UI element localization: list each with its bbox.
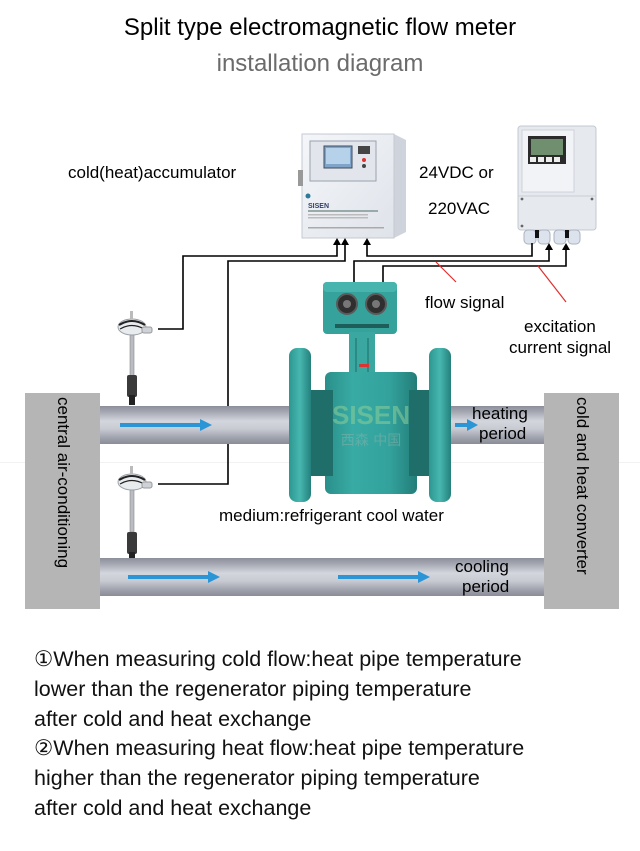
note-line: higher than the regenerator piping tempe… [34,766,480,791]
excitation-label-line1: excitation [524,317,596,336]
medium-label: medium:refrigerant cool water [219,506,444,525]
note-line: lower than the regenerator piping temper… [34,676,472,701]
heating-period-line2: period [479,424,527,443]
flow-arrow-icon [128,571,220,583]
cooling-period-line2: period [462,577,510,596]
flow-arrow-icon [338,571,430,583]
arrow-icon [341,238,349,245]
upper-temperature-sensor [117,311,153,405]
power-label-line2: 220VAC [428,199,491,218]
electromagnetic-flow-meter: SISEN 西森 中国 [285,280,455,505]
meter-brand-watermark: SISEN [332,400,410,430]
note-line: after cold and heat exchange [34,795,312,820]
flow-signal-label: flow signal [425,293,505,312]
arrow-icon [562,243,570,250]
flow-arrow-icon [455,419,478,431]
meter-brand-cn-watermark: 西森 中国 [341,433,401,449]
diagram-subtitle: installation diagram [216,50,424,77]
excitation-pointer [537,265,567,303]
wire-flow-signal [353,247,550,300]
svg-text:SISEN: SISEN [308,203,329,210]
accumulator-label: cold(heat)accumulator [68,163,237,182]
flow-arrow-icon [420,571,432,583]
accumulator-cabinet: SISEN [296,128,410,240]
note-line: ①When measuring cold flow:heat pipe temp… [34,647,522,671]
cold-heat-converter-box: cold and heat converter [544,393,619,609]
note-line: after cold and heat exchange [34,706,312,731]
cooling-period-line1: cooling [455,557,509,576]
wire-converter-to-accumulator [366,242,533,257]
excitation-label-line2: current signal [509,338,612,357]
wire-lower-sensor [158,242,346,485]
arrow-icon [545,243,553,250]
heating-period-line1: heating [472,404,528,423]
installation-notes: ①When measuring cold flow:heat pipe temp… [34,645,524,824]
flow-converter-unit [514,124,600,252]
flow-arrow-icon [120,419,212,431]
note-line: ②When measuring heat flow:heat pipe temp… [34,736,525,761]
flow-signal-pointer [435,261,457,283]
central-air-conditioning-box: central air-conditioning [25,393,100,609]
arrow-icon [333,238,341,245]
power-label-line1: 24VDC or [419,163,494,182]
arrow-icon [363,238,371,245]
lower-temperature-sensor [117,466,153,558]
wire-upper-sensor [158,242,338,330]
diagram-title: Split type electromagnetic flow meter [123,14,517,41]
